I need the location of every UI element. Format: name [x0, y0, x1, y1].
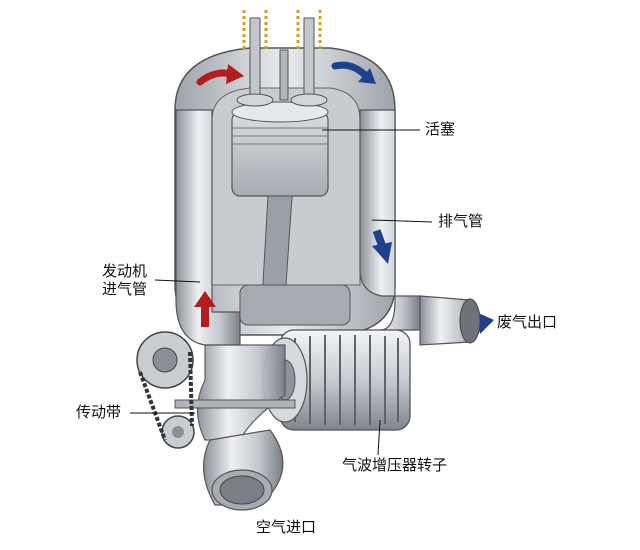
intake-duct: [196, 344, 286, 441]
label-piston: 活塞: [425, 120, 456, 138]
blue-arrow-icon: [331, 61, 376, 84]
piston: [231, 101, 329, 197]
red-arrow-icon: [196, 64, 244, 86]
crankshaft: [239, 284, 351, 326]
red-arrow-icon: [194, 291, 216, 327]
engine-intake-pipe: [175, 109, 241, 346]
label-rotor: 气波增压器转子: [342, 456, 448, 474]
label-exhaust-pipe: 排气管: [438, 212, 484, 230]
blue-arrow-icon: [372, 229, 392, 264]
label-engine-intake-line1: 发动机: [102, 262, 148, 280]
valves: [236, 17, 328, 107]
label-engine-intake-line2: 进气管: [102, 280, 148, 298]
label-air-inlet: 空气进口: [256, 518, 317, 536]
air-inlet: [202, 429, 284, 511]
label-engine-intake: 发动机 进气管: [102, 262, 147, 298]
label-drive-belt: 传动带: [76, 403, 122, 421]
label-exhaust-outlet: 废气出口: [497, 313, 558, 331]
valve-chain: [242, 10, 322, 52]
leader-lines: [130, 129, 433, 456]
drive-belt: [136, 331, 296, 449]
